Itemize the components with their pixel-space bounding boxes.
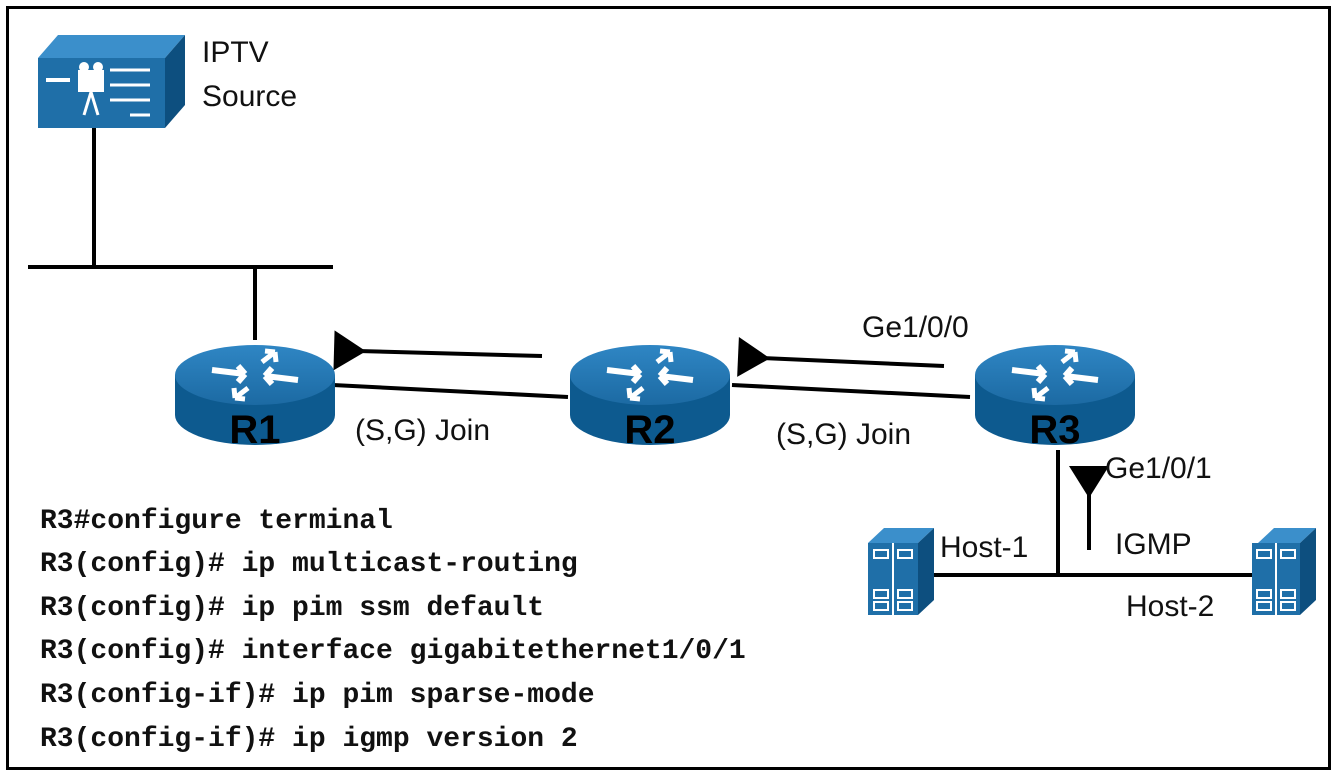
host-1-icon xyxy=(868,528,934,615)
config-line: R3(config)# interface gigabitethernet1/0… xyxy=(40,636,746,667)
interface-ge1-0-1-label: Ge1/0/1 xyxy=(1105,452,1212,485)
config-line: R3(config)# ip multicast-routing xyxy=(40,549,578,580)
router-r1-icon xyxy=(175,345,335,445)
router-r2-label: R2 xyxy=(624,408,675,452)
join-arrow-r3-to-r2 xyxy=(737,336,945,377)
iptv-source-label-line1: IPTV xyxy=(202,36,269,69)
config-line: R3(config)# ip pim ssm default xyxy=(40,593,545,624)
host-2-label: Host-2 xyxy=(1126,590,1215,623)
join-label-r2-r3: (S,G) Join xyxy=(776,418,912,451)
iptv-source-label-line2: Source xyxy=(202,80,298,113)
join-arrow-r2-to-r1 xyxy=(333,330,543,371)
join-label-r1-r2: (S,G) Join xyxy=(355,414,491,447)
link-r2-r3 xyxy=(731,383,971,399)
interface-ge1-0-0-label: Ge1/0/0 xyxy=(862,311,969,344)
config-line: R3#configure terminal xyxy=(40,506,393,537)
config-line: R3(config-if)# ip igmp version 2 xyxy=(40,724,578,755)
router-r3-icon xyxy=(975,345,1135,445)
iptv-source-icon xyxy=(38,35,185,128)
host-2-icon xyxy=(1252,528,1316,615)
host-1-label: Host-1 xyxy=(940,531,1029,564)
router-r2-icon xyxy=(570,345,730,445)
router-r3-label: R3 xyxy=(1029,408,1080,452)
config-line: R3(config-if)# ip pim sparse-mode xyxy=(40,680,595,711)
igmp-label: IGMP xyxy=(1115,528,1192,561)
link-r1-r2 xyxy=(332,383,569,399)
router-r1-label: R1 xyxy=(229,408,280,452)
